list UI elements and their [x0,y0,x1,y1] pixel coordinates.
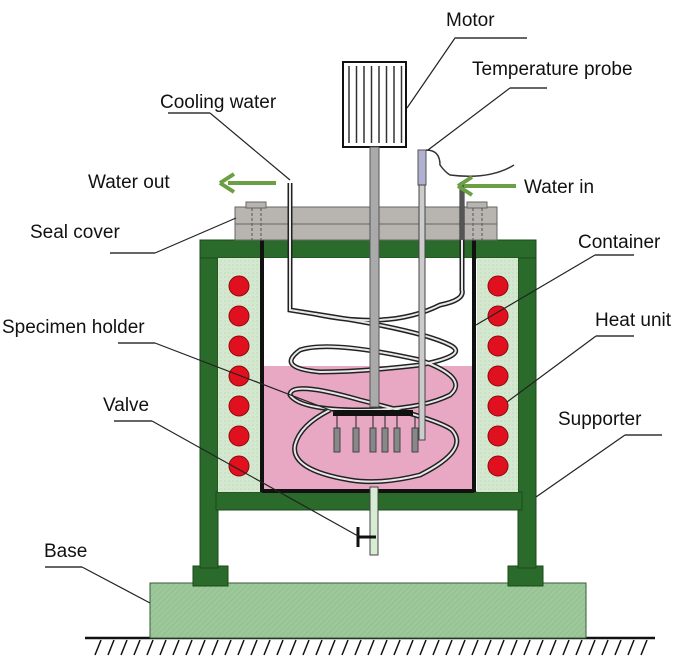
seal-cover [234,201,498,241]
label-water-in: Water in [524,177,594,198]
base-block [149,582,587,639]
heater-left-2 [228,305,250,327]
heater-right-7 [487,455,509,477]
supporter-leg-right [517,239,537,569]
label-specimen-holder: Specimen holder [2,317,145,338]
leader-specimen-holder [154,342,336,413]
leader-base [81,566,151,604]
heater-right-5 [487,395,509,417]
supporter-leg-left [199,239,219,569]
stirrer-shaft [369,146,380,408]
heater-left-1 [228,275,250,297]
specimen-3 [369,427,377,453]
heater-right-1 [487,275,509,297]
container-liquid [262,366,474,492]
specimen-6 [411,427,419,453]
label-cooling-water: Cooling water [160,92,277,113]
leader-seal-cover [154,217,237,254]
specimen-2 [352,427,360,453]
heater-right-4 [487,365,509,387]
leader-cooling-water [209,112,291,181]
heater-left-6 [228,425,250,447]
leader-supporter [535,434,626,498]
heater-right-3 [487,335,509,357]
label-heat-unit: Heat unit [595,310,672,331]
label-water-out: Water out [88,172,170,193]
specimen-1 [333,427,341,453]
heater-left-3 [228,335,250,357]
leader-container [475,254,596,326]
frame-top [199,239,537,259]
label-temperature-probe: Temperature probe [472,59,633,80]
valve [356,527,376,547]
heater-elements [228,275,509,477]
leader-valve [151,420,359,537]
heater-left-4 [228,365,250,387]
drain-pipe [369,486,379,556]
label-container: Container [578,232,661,253]
label-supporter: Supporter [558,409,642,430]
supporter-foot-right [507,565,544,587]
label-base: Base [44,541,87,562]
cooling-coil-inner [288,183,464,483]
heater-left-7 [228,455,250,477]
leader-temp-probe [427,87,511,151]
water-out-arrow [218,172,276,194]
label-motor: Motor [446,10,495,31]
water-in-arrow [456,175,516,197]
label-seal-cover: Seal cover [30,222,120,243]
specimen-5 [393,427,401,453]
label-valve: Valve [103,395,149,416]
specimen-4 [381,427,389,453]
heater-right-6 [487,425,509,447]
frame-bottom [215,491,523,511]
heater-left-5 [228,395,250,417]
motor [342,61,407,148]
specimen-holder-bar [333,410,413,416]
specimens [333,416,419,453]
ground [85,636,655,656]
supporter-foot-left [192,565,229,587]
temperature-probe [417,149,515,441]
water-in-pipe [460,182,464,240]
leader-heat-unit [506,335,597,403]
heater-right-2 [487,305,509,327]
